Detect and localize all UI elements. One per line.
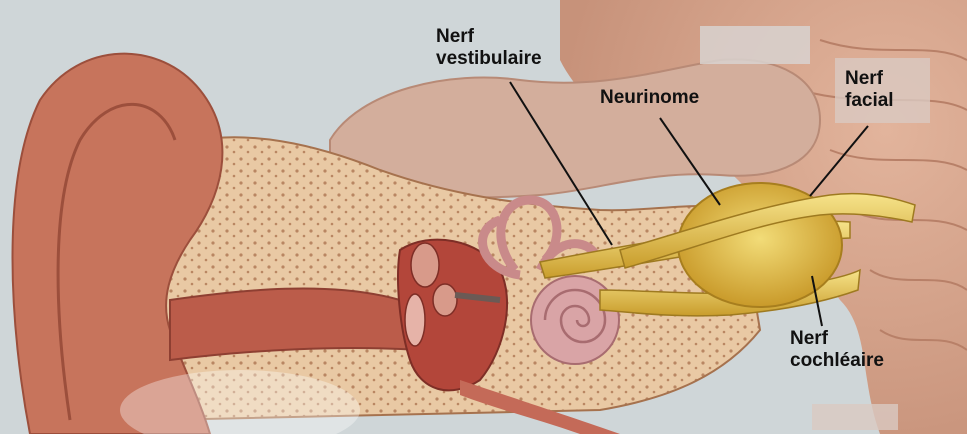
ossicle-malleus xyxy=(411,243,439,287)
label-neurinome: Neurinome xyxy=(600,87,699,109)
ear-canal xyxy=(170,288,420,360)
label-neurinome-text: Neurinome xyxy=(600,87,699,109)
label-backdrop-top xyxy=(700,26,810,64)
label-nerf-cochleaire-line2: cochléaire xyxy=(790,350,884,372)
label-nerf-facial-line2: facial xyxy=(845,90,894,112)
label-nerf-cochleaire-line1: Nerf xyxy=(790,328,884,350)
label-nerf-vestibulaire-line1: Nerf xyxy=(436,26,542,48)
label-nerf-vestibulaire: Nerf vestibulaire xyxy=(436,26,542,70)
label-nerf-vestibulaire-line2: vestibulaire xyxy=(436,48,542,70)
tympanic-membrane xyxy=(405,294,425,346)
label-nerf-cochleaire: Nerf cochléaire xyxy=(790,328,884,372)
label-backdrop-bottom xyxy=(812,404,898,430)
label-nerf-facial: Nerf facial xyxy=(845,68,894,112)
ossicle-incus xyxy=(433,284,457,316)
label-nerf-facial-line1: Nerf xyxy=(845,68,894,90)
cochlea xyxy=(531,276,619,364)
